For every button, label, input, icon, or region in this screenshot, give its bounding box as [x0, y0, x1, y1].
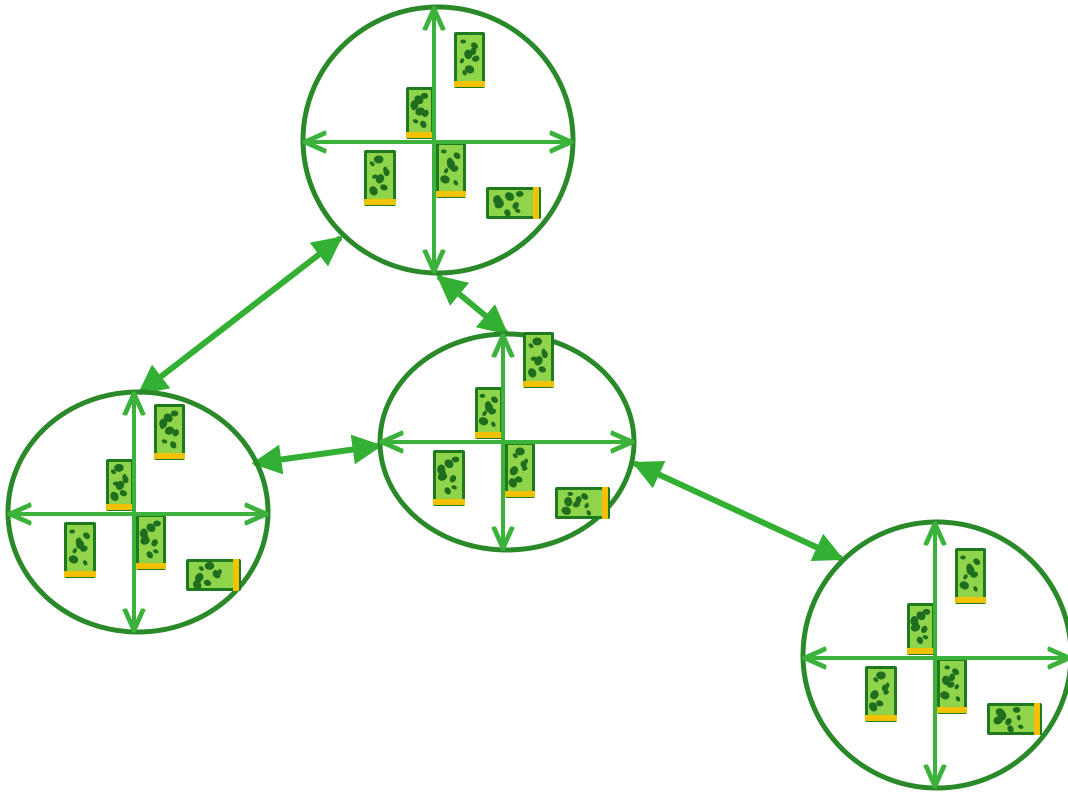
bidirectional-connector-arrow	[251, 434, 383, 475]
green-card-icon	[505, 442, 535, 498]
green-card-icon	[406, 87, 434, 139]
green-card-icon	[454, 32, 485, 88]
node-bottom-right	[800, 519, 1068, 791]
green-card-icon	[364, 150, 396, 206]
node-middle	[377, 331, 637, 553]
bidirectional-connector-arrow	[436, 275, 509, 335]
nodes-layer	[5, 4, 1068, 791]
green-card-icon	[64, 522, 96, 578]
node-left	[5, 389, 271, 635]
green-card-icon	[475, 387, 503, 439]
green-card-icon	[555, 487, 610, 519]
green-card-icon	[907, 603, 935, 655]
bidirectional-connector-arrow	[631, 461, 845, 561]
green-card-icon	[865, 666, 897, 722]
bidirectional-connector-arrow	[137, 236, 343, 395]
green-card-icon	[436, 142, 466, 198]
green-card-icon	[154, 404, 185, 460]
green-card-icon	[486, 187, 541, 219]
green-card-icon	[106, 459, 134, 511]
connectors-layer	[137, 236, 845, 561]
green-card-icon	[186, 559, 241, 591]
green-card-icon	[136, 514, 166, 570]
green-card-icon	[523, 332, 554, 388]
node-top	[300, 4, 576, 276]
green-card-icon	[937, 658, 967, 714]
green-card-icon	[433, 450, 465, 506]
green-card-icon	[955, 548, 986, 604]
green-card-icon	[987, 703, 1042, 735]
